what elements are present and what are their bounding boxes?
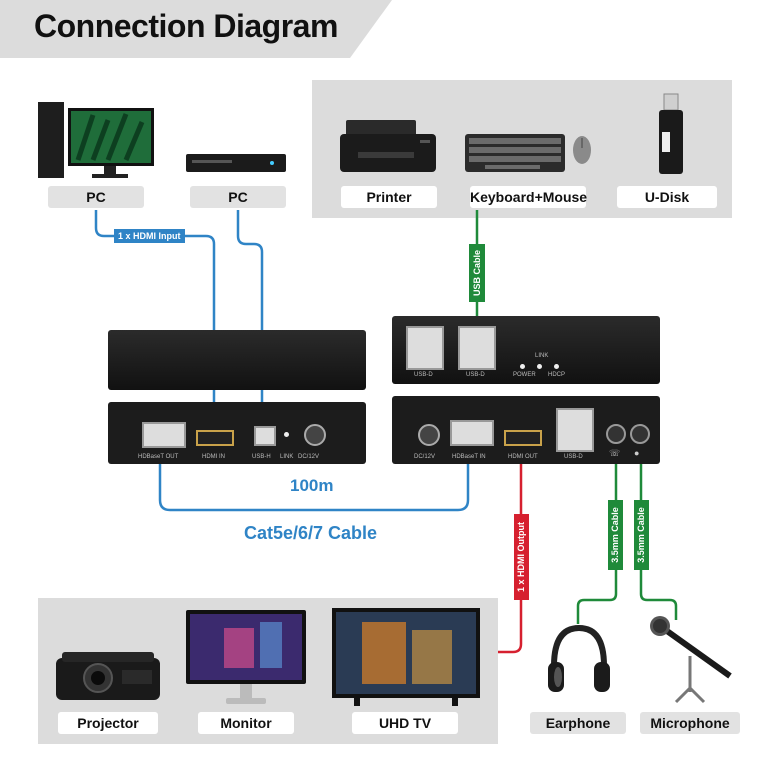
port-label-hdbaset-in: HDBaseT IN <box>452 454 486 460</box>
port-label-usb-d-top-1: USB-D <box>414 372 433 378</box>
port-label-hdmi-out: HDMI OUT <box>508 454 538 460</box>
earphone-jack[interactable] <box>606 424 626 444</box>
keyboard-mouse-icon <box>465 134 591 172</box>
port-label-usb-d-top-2: USB-D <box>466 372 485 378</box>
led-label-hdcp: HDCP <box>548 372 566 378</box>
device-label-keyboard-mouse: Keyboard+Mouse <box>470 186 587 208</box>
cable-label-hdmi-input: 1 x HDMI Input <box>114 229 185 243</box>
port-label-usb-h: USB-H <box>252 454 271 460</box>
hdmi-out-port[interactable] <box>504 430 542 446</box>
source-label-pc-1: PC <box>48 186 144 208</box>
usb-d-port-1[interactable] <box>406 326 444 370</box>
hdmi-in-port[interactable] <box>196 430 234 446</box>
audio-label-microphone: Microphone <box>640 712 740 734</box>
port-label-hdmi-in: HDMI IN <box>202 454 225 460</box>
cat-cable-label: Cat5e/6/7 Cable <box>244 523 378 543</box>
cable-label-usb: USB Cable <box>472 249 482 297</box>
cable-label-hdmi-output-box: 1 x HDMI Output <box>514 514 529 600</box>
audio-label-earphone: Earphone <box>530 712 626 734</box>
receiver-top: USB-D USB-D LINK POWER HDCP <box>392 316 660 384</box>
dvd-player-icon <box>186 154 286 172</box>
cable-label-audio-2: 3.5mm Cable <box>636 507 646 563</box>
usb-h-port[interactable] <box>254 426 276 446</box>
mic-symbol-icon: ● <box>634 448 640 458</box>
link-led <box>284 432 289 437</box>
tv-icon <box>332 608 480 706</box>
rx-usb-d-port[interactable] <box>556 408 594 452</box>
transmitter-top <box>108 330 366 390</box>
hdbaset-out-port[interactable] <box>142 422 186 448</box>
port-label-rx-usb-d: USB-D <box>564 454 583 460</box>
mic-jack[interactable] <box>630 424 650 444</box>
projector-icon <box>56 652 160 700</box>
port-label-hdbaset-out: HDBaseT OUT <box>138 454 179 460</box>
cable-label-hdmi-output: 1 x HDMI Output <box>516 522 526 592</box>
power-led <box>520 364 525 369</box>
usb-d-port-2[interactable] <box>458 326 496 370</box>
page-title: Connection Diagram <box>34 8 338 44</box>
port-label-rx-dc: DC/12V <box>414 454 436 460</box>
monitor-icon <box>186 610 306 704</box>
led-label-power: POWER <box>513 372 536 378</box>
microphone-icon <box>650 616 732 704</box>
transmitter-front: HDBaseT OUT HDMI IN USB-H LINK DC/12V <box>108 402 366 464</box>
dc-port[interactable] <box>304 424 326 446</box>
link-led-rx <box>537 364 542 369</box>
display-label-tv: UHD TV <box>352 712 458 734</box>
headphones-icon <box>548 624 610 692</box>
rx-dc-port[interactable] <box>418 424 440 446</box>
display-label-projector: Projector <box>58 712 158 734</box>
led-label-link: LINK <box>535 353 549 359</box>
usb-disk-icon <box>659 93 683 174</box>
printer-icon <box>340 120 436 172</box>
source-label-pc-2: PC <box>190 186 286 208</box>
device-label-printer: Printer <box>341 186 437 208</box>
port-label-link: LINK <box>280 454 294 460</box>
hdbaset-in-port[interactable] <box>450 420 494 446</box>
cable-label-usb-box: USB Cable <box>469 244 485 302</box>
display-label-monitor: Monitor <box>198 712 294 734</box>
cable-label-audio-1-box: 3.5mm Cable <box>608 500 623 570</box>
hdcp-led <box>554 364 559 369</box>
receiver-front: DC/12V HDBaseT IN HDMI OUT USB-D ☏ ● <box>392 396 660 464</box>
headphone-symbol-icon: ☏ <box>609 448 621 458</box>
cable-label-audio-1: 3.5mm Cable <box>610 507 620 563</box>
desktop-pc-icon <box>38 102 154 178</box>
device-label-udisk: U-Disk <box>617 186 717 208</box>
port-label-dc: DC/12V <box>298 454 320 460</box>
cable-label-audio-2-box: 3.5mm Cable <box>634 500 649 570</box>
distance-label: 100m <box>290 476 334 495</box>
title-banner <box>0 0 392 58</box>
